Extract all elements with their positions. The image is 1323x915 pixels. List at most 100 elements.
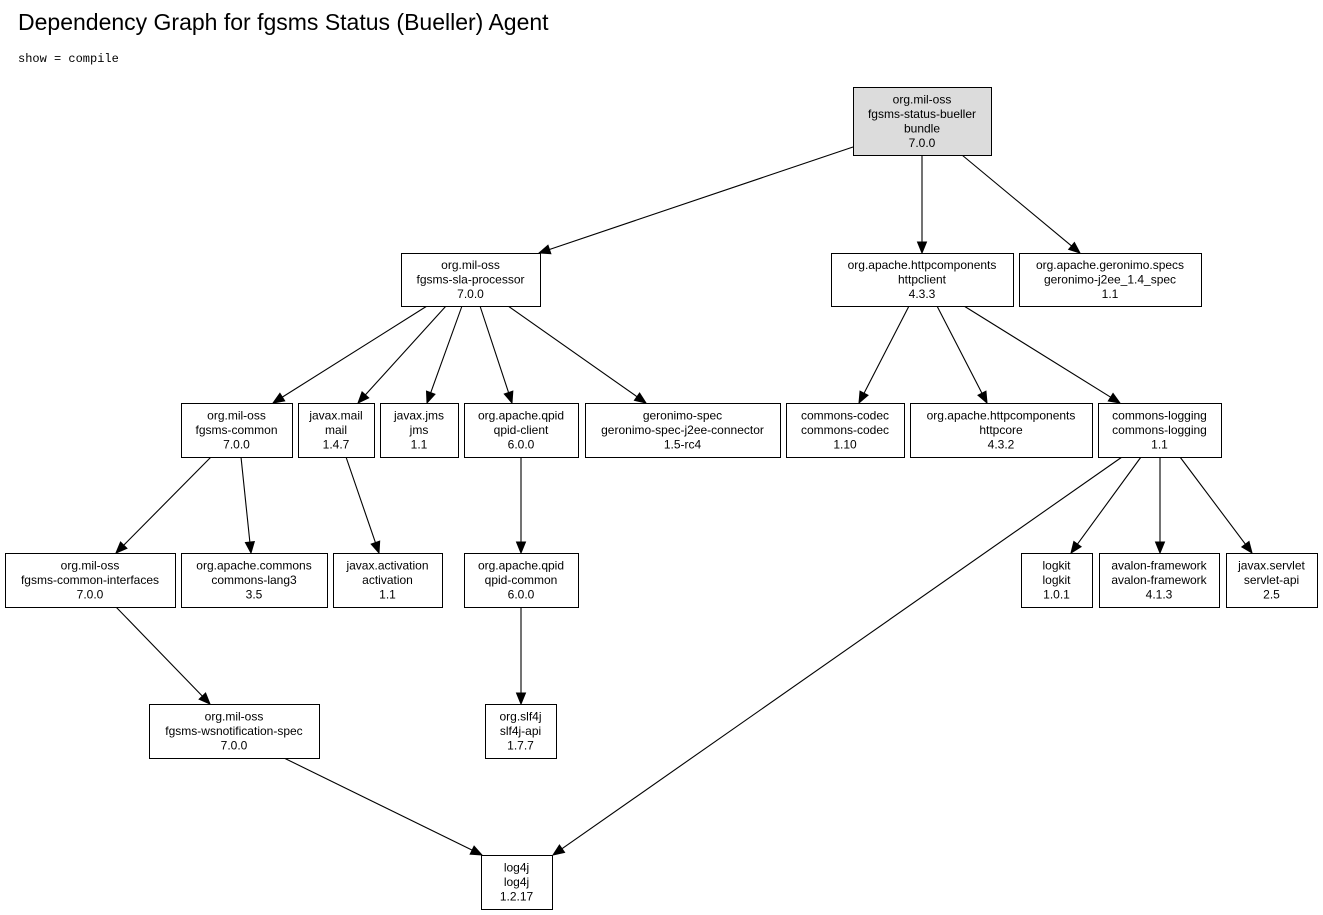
node-group-label: commons-logging (1112, 409, 1207, 423)
node-version-label: 4.3.2 (988, 438, 1015, 452)
edge-line (507, 305, 638, 398)
node-artifact-label: qpid-client (494, 423, 549, 437)
dependency-edge-fgsms-common-to-fgsms-common-interfaces (115, 456, 212, 554)
node-artifact-label: httpclient (898, 273, 947, 287)
node-fgsms-status-bueller: org.mil-ossfgsms-status-buellerbundle7.0… (853, 87, 992, 156)
arrowhead-icon (370, 540, 381, 555)
dependency-edge-fgsms-common-interfaces-to-fgsms-wsnotification-spec (115, 606, 211, 705)
arrowhead-icon (271, 392, 286, 404)
dependency-edge-httpclient-to-commons-logging (963, 305, 1122, 404)
dependency-edge-mail-to-activation (345, 456, 381, 555)
edge-line (123, 456, 212, 546)
node-box (1021, 553, 1093, 608)
node-artifact-label: mail (325, 423, 347, 437)
node-artifact-label: commons-lang3 (211, 573, 297, 587)
node-artifact-label: log4j (504, 875, 529, 889)
edge-line (364, 305, 447, 396)
node-group-label: org.mil-oss (61, 559, 120, 573)
node-version-label: 1.1 (411, 438, 428, 452)
node-version-label: 7.0.0 (457, 287, 484, 301)
edge-line (240, 456, 251, 543)
node-artifact-label: fgsms-common (195, 423, 277, 437)
arrowhead-icon (503, 390, 514, 405)
node-box (181, 403, 293, 458)
node-box (481, 855, 553, 910)
node-version-label: 6.0.0 (508, 438, 535, 452)
edge-line (961, 154, 1072, 247)
nodes-layer: org.mil-ossfgsms-status-buellerbundle7.0… (5, 87, 1318, 910)
page-title: Dependency Graph for fgsms Status (Buell… (18, 9, 549, 35)
node-artifact-label: fgsms-status-bueller (868, 107, 976, 121)
node-version-label: 1.1 (1151, 438, 1168, 452)
dependency-edge-commons-logging-to-log4j (551, 456, 1123, 856)
node-box (585, 403, 781, 458)
node-artifact-label: httpcore (979, 423, 1023, 437)
node-box (1226, 553, 1318, 608)
arrowhead-icon (357, 390, 370, 404)
node-version-label: 4.1.3 (1146, 588, 1173, 602)
node-geronimo-connector: geronimo-specgeronimo-spec-j2ee-connecto… (585, 403, 781, 458)
node-version-label: 4.3.3 (909, 287, 936, 301)
node-version-label: 1.5-rc4 (664, 438, 702, 452)
arrowhead-icon (1070, 540, 1083, 555)
node-group-label: org.apache.qpid (478, 409, 564, 423)
dependency-edge-fgsms-sla-processor-to-qpid-client (479, 305, 514, 405)
node-version-label: 1.2.17 (500, 890, 534, 904)
node-group-label: org.apache.qpid (478, 559, 564, 573)
node-artifact-label: fgsms-sla-processor (416, 273, 524, 287)
node-box (380, 403, 459, 458)
dependency-edge-commons-logging-to-logkit (1070, 456, 1142, 555)
node-group-label: org.mil-oss (893, 92, 952, 106)
node-version-label: 1.4.7 (323, 438, 350, 452)
node-version-label: 1.1 (379, 588, 396, 602)
arrowhead-icon (1107, 392, 1122, 404)
dependency-edge-commons-logging-to-avalon-framework (1154, 457, 1166, 555)
edge-line (283, 757, 473, 851)
edge-line (282, 305, 428, 398)
node-artifact-label: logkit (1042, 573, 1071, 587)
node-box (1019, 253, 1202, 307)
node-artifact-label: servlet-api (1244, 573, 1299, 587)
node-artifact-label: commons-codec (801, 423, 889, 437)
node-group-label: org.mil-oss (205, 710, 264, 724)
arrowhead-icon (515, 692, 527, 706)
dependency-edge-fgsms-sla-processor-to-mail (357, 305, 447, 404)
node-group-label: javax.activation (345, 559, 428, 573)
node-box (786, 403, 905, 458)
dependency-edge-qpid-client-to-qpid-common (515, 457, 527, 555)
node-box (485, 704, 557, 759)
arrowhead-icon (244, 541, 256, 555)
node-group-label: org.mil-oss (441, 258, 500, 272)
dependency-edge-fgsms-status-bueller-to-httpclient (916, 155, 928, 255)
node-group-label: org.mil-oss (207, 409, 266, 423)
arrowhead-icon (916, 241, 928, 255)
node-version-label: 1.7.7 (507, 739, 534, 753)
edge-line (1179, 456, 1246, 545)
node-version-label: 7.0.0 (221, 739, 248, 753)
node-box (298, 403, 375, 458)
node-group-label: org.slf4j (499, 710, 541, 724)
node-group-label: org.apache.geronimo.specs (1036, 258, 1184, 272)
edge-line (345, 456, 376, 543)
arrowhead-icon (858, 390, 869, 405)
node-version-label: 1.0.1 (1043, 588, 1070, 602)
edge-line (863, 305, 910, 394)
node-group-label: org.apache.httpcomponents (848, 258, 997, 272)
node-group-label: geronimo-spec (643, 409, 722, 423)
node-version-label: 1.1 (1102, 287, 1119, 301)
arrowhead-icon (198, 692, 211, 705)
edge-line (549, 146, 854, 251)
dependency-edge-fgsms-status-bueller-to-geronimo-j2ee (961, 154, 1082, 254)
arrowhead-icon (515, 541, 527, 555)
node-box (464, 403, 579, 458)
